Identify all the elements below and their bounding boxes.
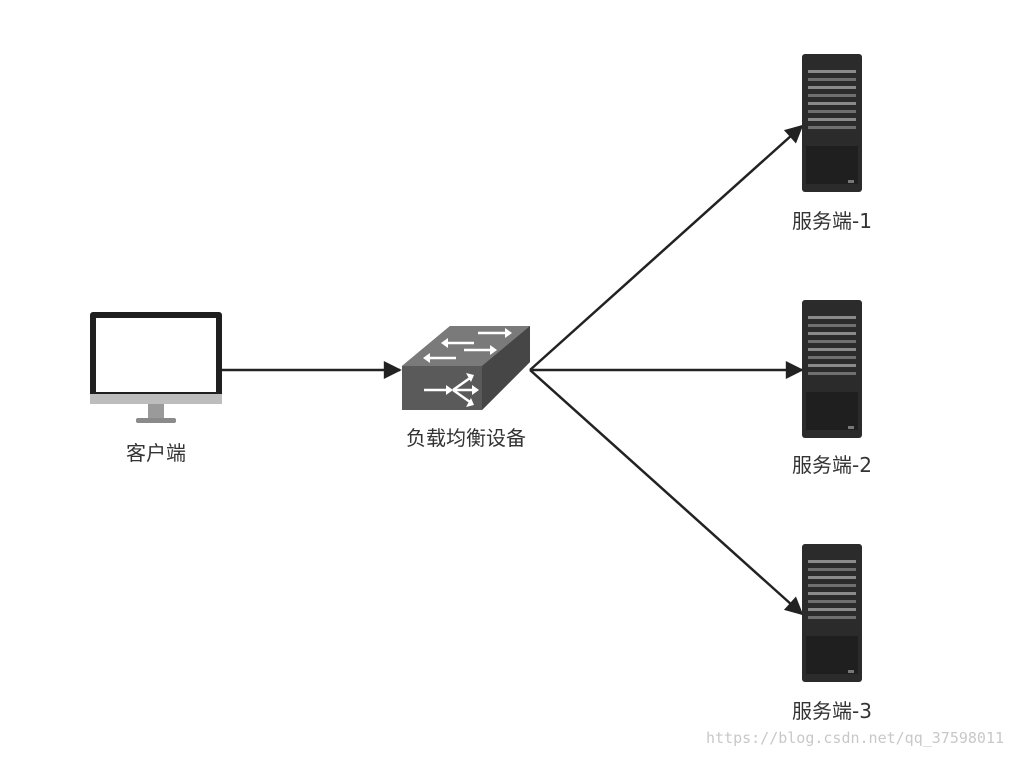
server-node-3: 服务端-3 <box>792 544 872 723</box>
server-label-3: 服务端-3 <box>792 699 872 723</box>
load-balancer-node: 负载均衡设备 <box>402 326 530 450</box>
server-label-2: 服务端-2 <box>792 453 872 477</box>
server-node-1: 服务端-1 <box>792 54 872 233</box>
edge-load-balancer-to-server-1 <box>529 124 804 371</box>
edges <box>222 124 804 616</box>
network-switch-icon <box>402 326 530 410</box>
server-rack-icon <box>802 300 862 438</box>
watermark-text: https://blog.csdn.net/qq_37598011 <box>706 729 1004 747</box>
server-rack-icon <box>802 54 862 192</box>
server-label-1: 服务端-1 <box>792 209 872 233</box>
server-node-2: 服务端-2 <box>792 300 872 477</box>
client-node: 客户端 <box>90 312 222 465</box>
monitor-icon <box>90 312 222 423</box>
server-rack-icon <box>802 544 862 682</box>
load-balancer-label: 负载均衡设备 <box>406 426 526 450</box>
client-label: 客户端 <box>126 441 186 465</box>
edge-load-balancer-to-server-3 <box>529 369 804 616</box>
